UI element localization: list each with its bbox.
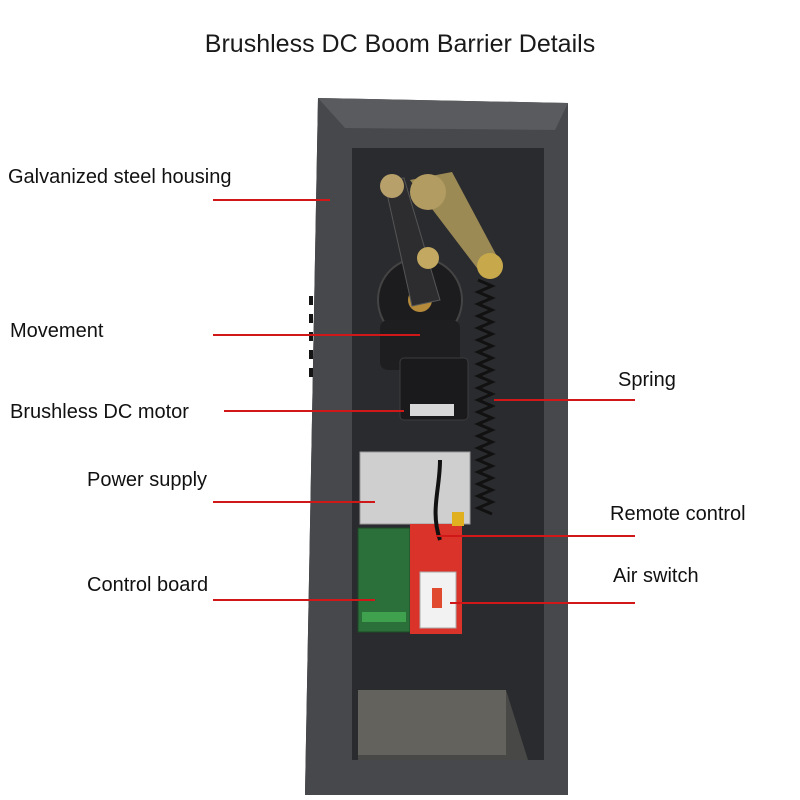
label-movement: Movement [10, 320, 104, 342]
diagram-title: Brushless DC Boom Barrier Details [204, 30, 596, 58]
remote-receiver [452, 512, 464, 526]
leader-line-remote-control [436, 535, 635, 537]
leader-line-spring [494, 399, 635, 401]
leader-line-movement [213, 334, 420, 336]
label-power-supply: Power supply [87, 469, 208, 491]
motor-body [399, 357, 469, 421]
control-board-terminals [362, 612, 406, 622]
air-switch-toggle [432, 588, 442, 608]
label-control-board: Control board [87, 574, 209, 596]
leader-line-motor [224, 410, 404, 412]
leader-line-power-supply [213, 501, 375, 503]
power-supply-unit [359, 451, 471, 525]
label-remote-control: Remote control [610, 503, 746, 525]
interior-floor-shadow [358, 690, 528, 760]
spring-coil [474, 278, 496, 516]
side-vents [309, 296, 313, 377]
leader-line-control-board [213, 599, 375, 601]
label-motor: Brushless DC motor [10, 401, 189, 423]
label-spring: Spring [618, 369, 676, 391]
leader-line-housing [213, 199, 330, 201]
label-air-switch: Air switch [613, 565, 699, 587]
movement-assembly [377, 172, 503, 370]
leader-line-air-switch [450, 602, 635, 604]
housing-top-rim [318, 98, 568, 130]
label-housing: Galvanized steel housing [8, 166, 232, 188]
remote-cable [433, 459, 442, 541]
